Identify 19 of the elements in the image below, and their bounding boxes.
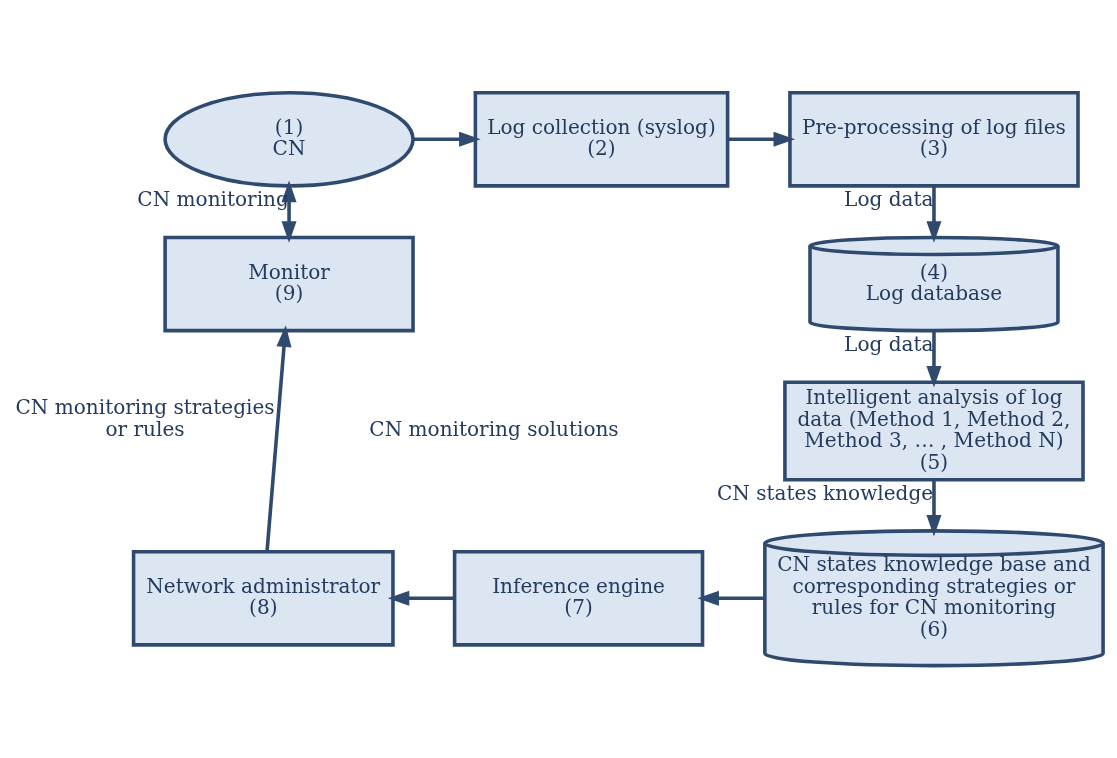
node-ellipse: (1) CN — [163, 90, 415, 188]
arrow — [387, 590, 455, 606]
arrow — [265, 325, 292, 552]
arrow — [728, 131, 796, 147]
arrow — [926, 479, 942, 537]
arrow — [281, 180, 297, 243]
arrow — [697, 590, 765, 606]
node-box: Network administrator (8) — [131, 549, 395, 647]
arrow — [926, 330, 942, 388]
edge-label: CN states knowledge — [716, 481, 934, 506]
node-box: Monitor (9) — [163, 235, 415, 333]
node-box: Intelligent analysis of log data (Method 1, Method 2, Method 3, … , Method N) (5) — [783, 380, 1085, 482]
arrow — [413, 131, 481, 147]
label: CN monitoring solutions — [369, 417, 619, 442]
node-box: Inference engine (7) — [452, 549, 705, 647]
edge-label: CN monitoring strategies or rules — [15, 395, 275, 441]
node-box: Log collection (syslog) (2) — [473, 90, 730, 188]
node-box: Pre-processing of log files (3) — [788, 90, 1080, 188]
arrow — [926, 186, 942, 243]
